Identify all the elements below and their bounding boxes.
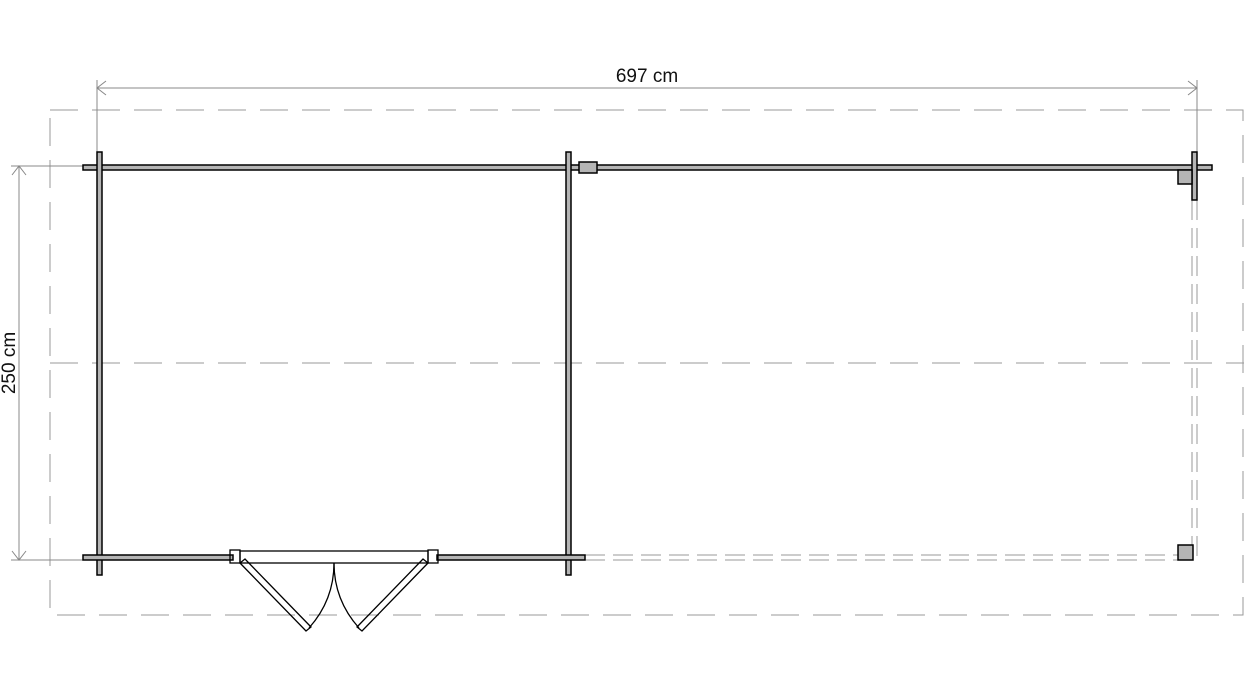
width-dimension: 697 cm (96, 66, 1198, 152)
depth-dimension: 250 cm (0, 165, 83, 561)
terrace-outline (585, 200, 1198, 561)
top-wall (82, 164, 1213, 171)
middle-wall (565, 151, 572, 576)
walls (82, 151, 1213, 576)
door-swing-left (308, 562, 335, 629)
door-leaf-right (356, 558, 429, 632)
bottom-wall-left (82, 554, 234, 561)
door-swing-right (333, 562, 360, 629)
wall-joint (578, 161, 598, 174)
door-leaf-left (239, 558, 312, 632)
double-door (229, 549, 439, 632)
width-label: 697 cm (616, 66, 678, 87)
left-wall (96, 151, 103, 576)
post-bottom-right (1177, 544, 1194, 561)
post-top-right (1177, 169, 1193, 185)
depth-label: 250 cm (0, 332, 20, 394)
bottom-wall-right (436, 554, 586, 561)
